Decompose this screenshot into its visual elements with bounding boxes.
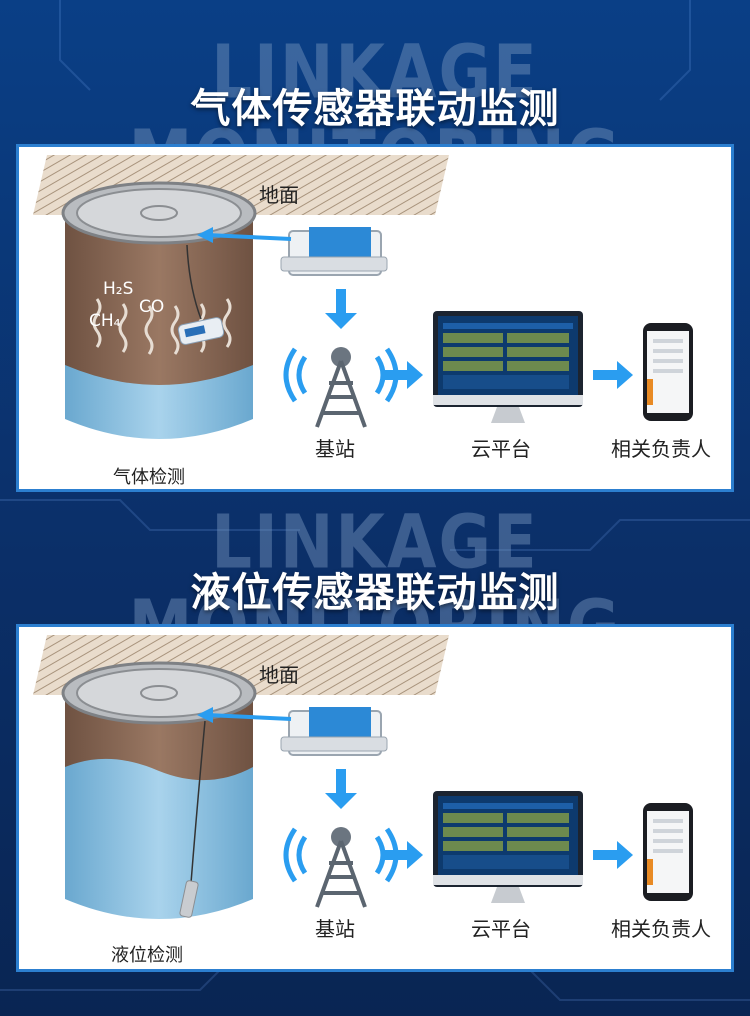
level-monitoring-diagram: [33, 635, 693, 919]
gas-label-co: CO: [139, 297, 165, 317]
section-title-level: 液位传感器联动监测: [190, 570, 560, 616]
cloud-platform-label: 云平台: [471, 917, 531, 941]
gateway-device-icon: [280, 707, 388, 756]
cloud-platform-monitor-icon: [433, 311, 583, 423]
responsible-person-label: 相关负责人: [611, 437, 711, 461]
gateway-device-icon: [280, 227, 388, 276]
level-probe-icon: [179, 880, 199, 918]
sensor-cable: [186, 244, 202, 320]
level-probe-cable: [190, 720, 206, 884]
gas-label-h2s: H₂S: [103, 279, 134, 299]
responsible-person-label: 相关负责人: [611, 917, 711, 941]
gas-monitoring-panel: 地面 H₂S CO CH₄ 气体检测 基站 云平台 相关负责人: [16, 144, 734, 492]
level-monitoring-panel: 地面 液位检测 基站 云平台 相关负责人: [16, 624, 734, 972]
cloud-platform-monitor-icon: [433, 791, 583, 903]
base-station-tower-icon: [283, 347, 399, 428]
mobile-phone-icon: [643, 323, 693, 421]
ground-label: 地面: [259, 183, 299, 207]
gas-label-ch4: CH₄: [89, 311, 121, 331]
base-station-tower-icon: [283, 827, 399, 908]
base-station-label: 基站: [315, 917, 355, 941]
water-layer: [65, 758, 253, 919]
gas-detection-caption: 气体检测: [113, 467, 185, 488]
ground-label: 地面: [259, 663, 299, 687]
mobile-phone-icon: [643, 803, 693, 901]
level-detection-caption: 液位检测: [111, 945, 183, 966]
base-station-label: 基站: [315, 437, 355, 461]
section-title-gas: 气体传感器联动监测: [190, 86, 560, 132]
arrow-gateway-to-sensor: [206, 233, 292, 241]
cloud-platform-label: 云平台: [471, 437, 531, 461]
gas-sensor-icon: [177, 317, 225, 345]
gas-monitoring-diagram: [33, 155, 693, 439]
arrow-gateway-to-sensor: [206, 713, 292, 721]
